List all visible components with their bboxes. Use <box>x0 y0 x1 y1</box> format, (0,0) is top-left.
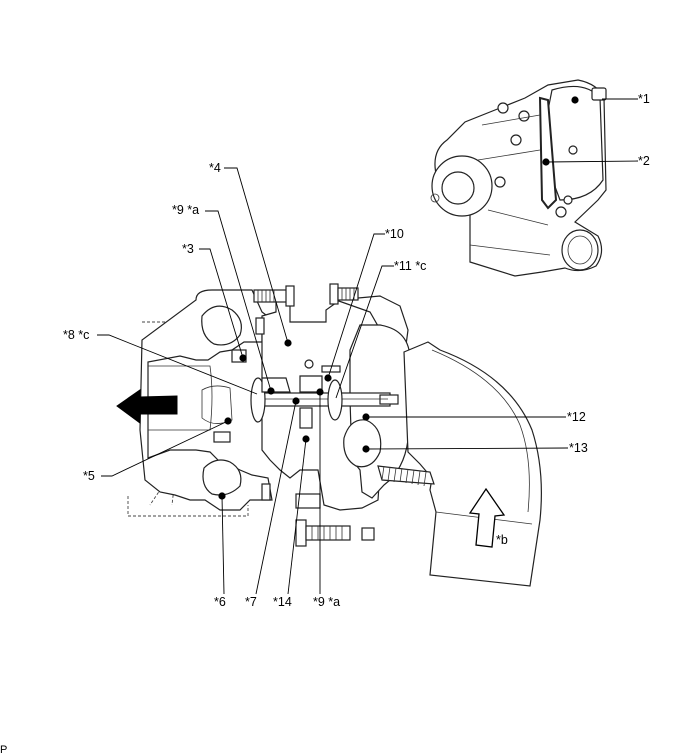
intake-flow-arrow <box>468 487 506 548</box>
callout-1: *1 <box>638 92 650 106</box>
callout-13: *13 <box>569 441 588 455</box>
callout-6: *6 <box>214 595 226 609</box>
callout-14: *14 <box>273 595 292 609</box>
callout-8c: *8 *c <box>63 328 89 342</box>
bolt-bottom <box>295 519 375 547</box>
callout-7: *7 <box>245 595 257 609</box>
bolt-top-left <box>253 285 295 307</box>
callout-dots <box>218 339 370 500</box>
exhaust-flow-arrow <box>116 389 178 424</box>
callout-4: *4 <box>209 161 221 175</box>
callout-11c: *11 *c <box>394 259 426 273</box>
turbocharger-assembly-illustration <box>430 79 607 277</box>
leader-lines <box>97 98 639 595</box>
footer-code: P <box>0 744 7 755</box>
bolt-top-right <box>329 283 359 305</box>
actuator-spring <box>377 465 435 487</box>
callout-b: *b <box>496 533 508 547</box>
callout-9a-top: *9 *a <box>172 203 199 217</box>
callout-5: *5 <box>83 469 95 483</box>
callout-12: *12 <box>567 410 586 424</box>
turbocharger-cross-section <box>127 283 542 587</box>
callout-10: *10 <box>385 227 404 241</box>
callout-2: *2 <box>638 154 650 168</box>
callout-3: *3 <box>182 242 194 256</box>
callout-9a-bottom: *9 *a <box>313 595 340 609</box>
